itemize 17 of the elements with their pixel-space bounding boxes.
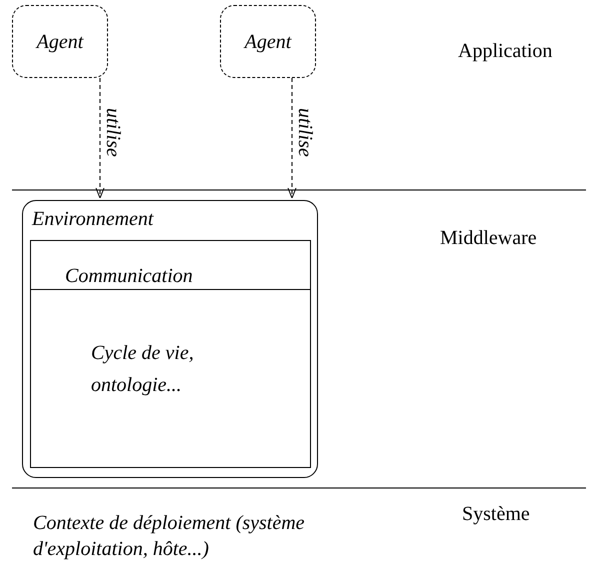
agent-box: [220, 5, 316, 78]
agent-label: Agent: [34, 31, 85, 54]
section-text: Cycle de vie, ontologie...: [91, 341, 195, 398]
edge-label: utilise: [295, 108, 315, 157]
dashed-arrow: [96, 78, 104, 198]
layer-label: Middleware: [440, 226, 537, 251]
layer-label: Système: [462, 502, 530, 527]
dashed-arrow: [288, 78, 296, 198]
box-heading: Environnement: [32, 208, 154, 231]
section-heading: Communication: [65, 264, 193, 289]
note-text: Contexte de déploiement (système d'exploitation, hôte...): [33, 511, 306, 562]
agent-box: [12, 5, 108, 78]
module-box: [30, 240, 311, 468]
layer-label: Application: [458, 39, 552, 64]
environment-box: [22, 200, 318, 478]
agent-label: Agent: [242, 31, 293, 54]
edge-label: utilise: [103, 108, 123, 157]
